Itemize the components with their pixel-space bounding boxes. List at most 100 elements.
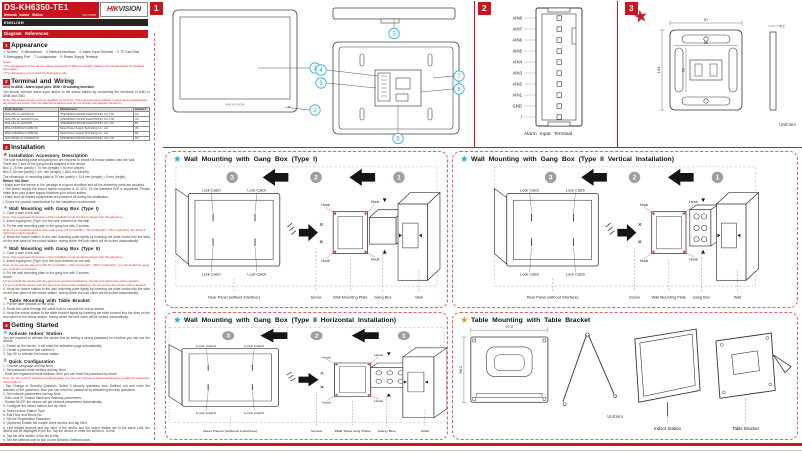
- divider-top-1: [474, 1, 476, 147]
- lock-catch-label: Lock Catch: [202, 273, 221, 277]
- page-badge-1: 1: [150, 2, 163, 15]
- lock-catch-label: Lock Catch: [247, 189, 266, 193]
- divider-horizontal: [163, 147, 802, 149]
- body-text: 3. Tap OK to activate the indoor station…: [3, 352, 60, 357]
- note-text: Notes:: [3, 60, 12, 65]
- hook-label: Hook: [371, 200, 380, 204]
- hook-label: Hook: [640, 203, 649, 207]
- body-text: 3. Fix the wall mounting plate to the ga…: [3, 270, 90, 275]
- step-badge: [711, 171, 724, 184]
- hook-label: Hook: [689, 200, 698, 204]
- body-text: 4. Configure the indoor station and tap …: [3, 404, 67, 409]
- fold-line-left: [154, 33, 155, 440]
- step-badge: [544, 171, 557, 184]
- brand-text: HIKVISION: [226, 103, 245, 107]
- diagram-label: Screw: [311, 294, 322, 299]
- step-number: 2: [633, 175, 637, 182]
- body-text: - Enter the registered email address, th…: [3, 372, 118, 377]
- front-view-drawing: [172, 9, 298, 113]
- panel-title: ★ Wall Mounting with Gang Box (Type I): [166, 152, 447, 164]
- body-text: Box 2: 50 mm (width) × 101 mm (length) ×…: [3, 170, 90, 175]
- note-text: Note: The suggested dimension of the ins…: [3, 215, 124, 220]
- sub-heading: ★Wall Mounting with Gang Box (Type I): [3, 205, 150, 212]
- body-text: 2. Create a password and confirm it.: [3, 347, 56, 352]
- logo-hik: HIK: [107, 6, 119, 13]
- step-badge: [226, 171, 238, 184]
- arrow-left-icon: [349, 168, 376, 186]
- body-text: • Make sure all related equipments are p…: [3, 195, 109, 200]
- sub-heading-text: Wall Mounting with Gang Box (Type II): [9, 245, 100, 251]
- body-text: You are required to activate the device …: [3, 335, 150, 344]
- panel-title-text: Wall Mounting with Gang Box (Type II Hor…: [184, 316, 396, 324]
- lock-catch-label: Lock Catch: [566, 273, 585, 277]
- circled-number-icon: ⑤: [116, 50, 120, 55]
- body-text: c. Set the Registration Password.: [3, 417, 52, 422]
- screw-arrow-icon: [287, 222, 318, 242]
- table-mounting-diagram: 97.2 88.2 Unit:mm Indoor Station: [458, 325, 792, 431]
- body-text: 2. Insert a gang box (Type I) to the hol…: [3, 219, 90, 224]
- wall-drawing: [715, 191, 760, 282]
- appearance-item: ⑧Power Supply Terminal: [60, 55, 98, 60]
- pin-labels: AIN8 AIN7 AIN6 AIN5 AIN4 AIN3 AIN2 AIN1 …: [512, 16, 522, 120]
- sub-heading-text: Quick Configuration: [8, 358, 55, 364]
- panel-title-text: Wall Mounting with Gang Box (Type II Ver…: [471, 155, 674, 163]
- step-number: 3: [549, 175, 553, 182]
- section-number-badge: 2: [3, 78, 10, 86]
- appearance-item: ④Alarm Input Terminal: [79, 50, 114, 55]
- language-bar: ENGLISH: [2, 19, 148, 26]
- body-text: 5. (Optional) Enable the mobile client s…: [3, 421, 88, 426]
- diagram-label: Wall Mounting Plate: [652, 294, 686, 299]
- body-text: 2. Route the cable through the cable hol…: [3, 306, 106, 311]
- lock-catch-label: Lock Catch: [196, 344, 216, 347]
- note-text: Note: If you install the device with a g…: [3, 227, 146, 236]
- plate-side-view: 7.2: [768, 25, 785, 111]
- body-text: b. Edit Floor and Room No.: [3, 412, 43, 417]
- panel-title-text: Table Mounting with Table Bracket: [471, 316, 591, 324]
- body-text: 4. Hook the indoor station to the wall m…: [3, 286, 150, 295]
- connector-drawing: [535, 7, 583, 127]
- dim-inner-width: 68: [704, 41, 708, 45]
- lock-catch-label: Lock Catch: [196, 411, 216, 414]
- step-number: 1: [716, 175, 720, 182]
- section-number-badge: 4: [3, 322, 10, 329]
- note-text: ♦ If you install the device with the gan…: [3, 279, 140, 284]
- arrow-left-icon: [262, 168, 289, 186]
- diagram-label: Gang Box: [374, 294, 391, 299]
- hook-label: Hook: [322, 356, 331, 359]
- divider-top-2: [617, 1, 619, 147]
- pin-label: AIN4: [512, 60, 522, 65]
- circled-number-icon: ②: [3, 357, 8, 364]
- panel-wall-mounting-type1: ★ Wall Mounting with Gang Box (Type I) 1…: [165, 151, 448, 308]
- appearance-item: ⑤TF Card Slot: [116, 50, 139, 55]
- note-text: Note: On the security questions settings…: [3, 376, 150, 384]
- pin-label: /: [521, 115, 523, 120]
- body-text: - Tap Change to Security Question. Selec…: [3, 383, 150, 392]
- lock-catch-label: Lock Catch: [202, 189, 221, 193]
- pin-label: GND: [512, 104, 522, 109]
- body-text: 4. Hook the indoor station to the wall m…: [3, 235, 150, 244]
- step-number: 2: [314, 175, 318, 182]
- blue-star-icon: ★: [3, 205, 8, 212]
- panel-title-text: Wall Mounting with Gang Box (Type I): [184, 155, 318, 163]
- page-edge-line: [0, 449, 802, 451]
- callout-3: 3: [392, 32, 396, 38]
- wall-drawing: [397, 191, 441, 282]
- body-text: Box 1: 75 mm (width) × 75 mm (length) × …: [3, 166, 86, 171]
- bottom-rule: [0, 443, 802, 446]
- body-text: 1. Choose Language and tap Next.: [3, 363, 54, 368]
- sub-heading: ★Table Mounting with Table Bracket: [3, 297, 150, 303]
- panel-wall-mounting-type2-vertical: ★ Wall Mounting with Gang Box (Type II V…: [452, 151, 798, 308]
- step-badge: [397, 331, 410, 341]
- blue-star-icon: ★: [3, 244, 8, 251]
- body-text: 1. Cave a hole in the wall.: [3, 211, 41, 216]
